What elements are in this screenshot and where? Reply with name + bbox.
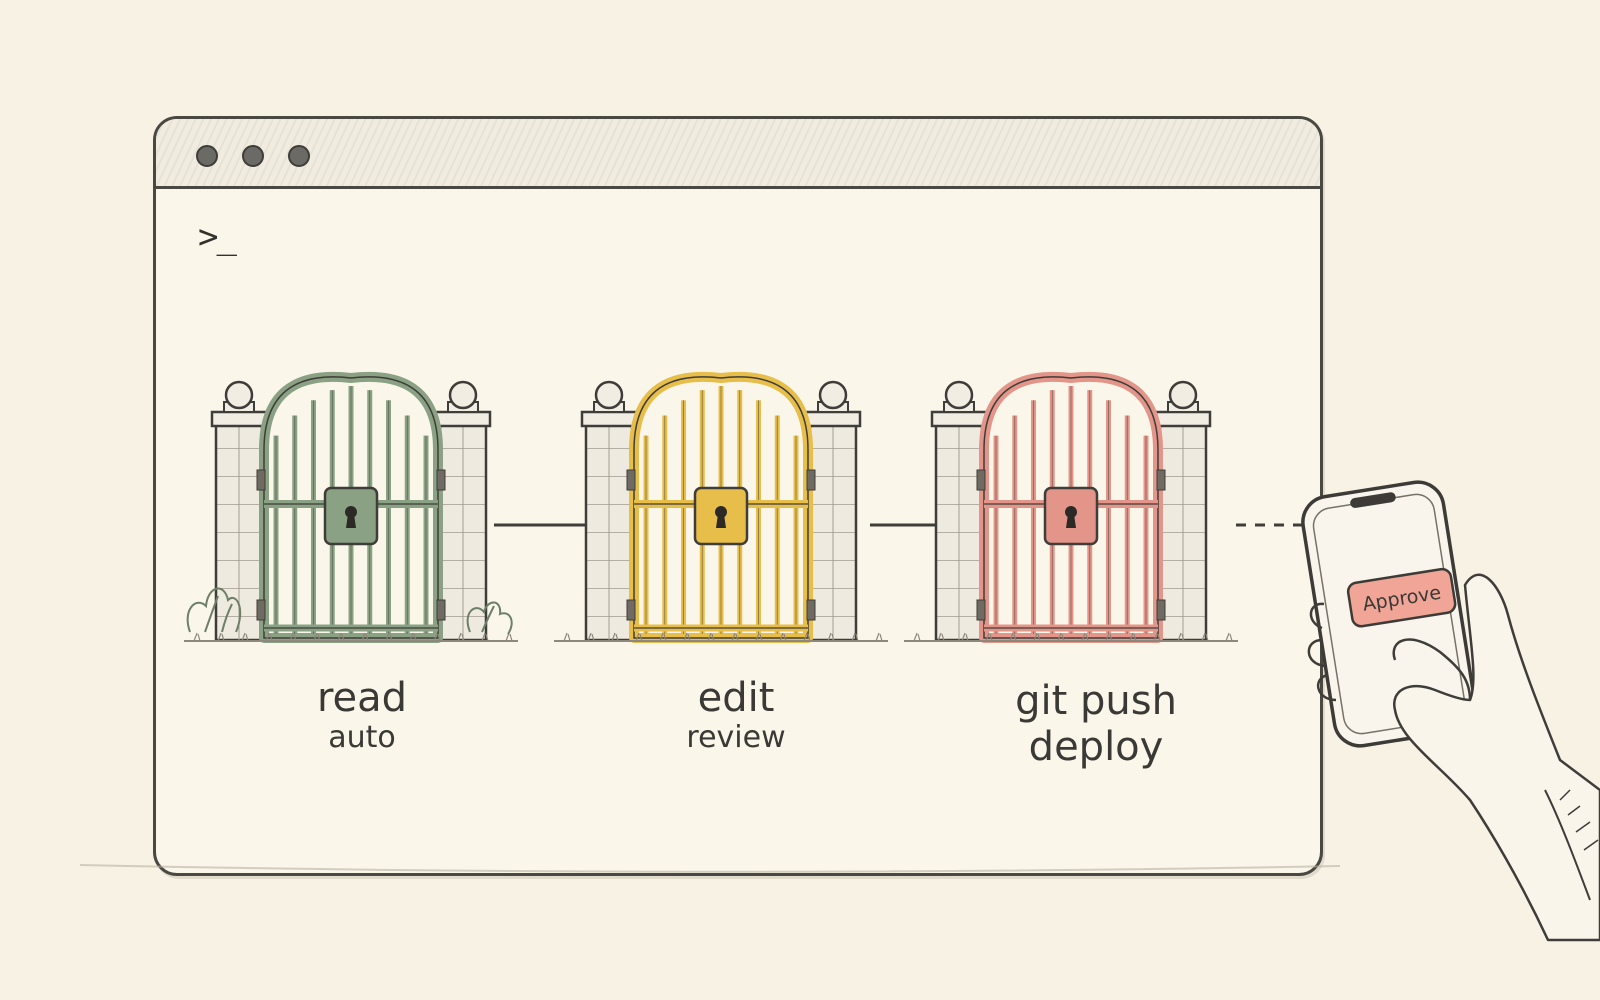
hand-icon xyxy=(1307,573,1600,942)
gate-push xyxy=(904,372,1238,643)
gate-edit xyxy=(554,372,888,643)
gate-action-read: read xyxy=(316,675,408,721)
gate-mode-review: review xyxy=(686,720,786,755)
gate-label-read: read auto xyxy=(262,676,462,756)
gate-mode-deploy: deploy xyxy=(1028,724,1164,770)
gate-read xyxy=(184,372,518,643)
approve-button[interactable]: Approve xyxy=(1346,567,1457,628)
bush-right xyxy=(466,601,513,635)
bush-left xyxy=(186,587,242,633)
keyhole-icon xyxy=(715,506,727,528)
padlock-icon xyxy=(323,486,379,546)
gate-mode-auto: auto xyxy=(328,720,396,755)
gate-label-push: git push deploy xyxy=(966,678,1226,770)
padlock-icon xyxy=(693,486,749,546)
gate-label-edit: edit review xyxy=(636,676,836,756)
window-control-dot-3[interactable] xyxy=(288,145,310,167)
window-titlebar xyxy=(156,119,1320,189)
padlock-icon xyxy=(1043,486,1099,546)
keyhole-icon xyxy=(345,506,357,528)
keyhole-icon xyxy=(1065,506,1077,528)
window-control-dot-2[interactable] xyxy=(242,145,264,167)
gate-action-git-push: git push xyxy=(1015,678,1177,724)
gate-action-edit: edit xyxy=(697,675,775,721)
terminal-prompt-icon: >_ xyxy=(198,217,237,257)
window-control-dot-1[interactable] xyxy=(196,145,218,167)
